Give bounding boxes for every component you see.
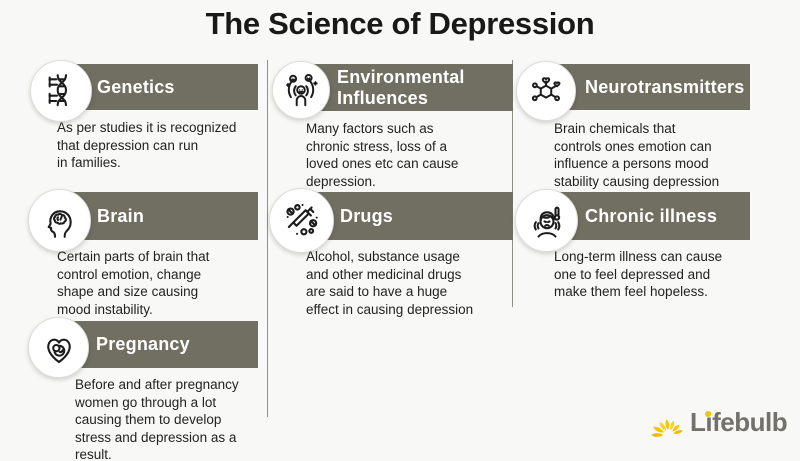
syringe-pills-icon xyxy=(269,188,334,253)
section-title: Chronic illness xyxy=(585,205,718,226)
section-description: Long-term illness can cause one to feel … xyxy=(554,249,723,299)
lifebulb-petals-icon xyxy=(651,419,683,437)
environment-people-icon xyxy=(272,61,330,119)
section-title: Genetics xyxy=(97,76,175,97)
page-title: The Science of Depression xyxy=(205,6,595,41)
section-description: As per studies it is recognized that dep… xyxy=(57,120,237,170)
section-header-bar: Pregnancy xyxy=(58,321,258,368)
section-title: Environmental Influences xyxy=(337,66,465,108)
section-title: Brain xyxy=(97,205,145,226)
section-header-bar: Brain xyxy=(60,192,258,240)
dna-icon xyxy=(30,60,92,122)
section-header-bar: Chronic illness xyxy=(546,192,750,240)
column-divider xyxy=(267,60,268,417)
brain-head-icon xyxy=(28,189,91,252)
section-header-bar: Neurotransmitters xyxy=(546,64,750,110)
fetus-heart-icon xyxy=(28,317,89,378)
logo-i-dot xyxy=(704,410,711,417)
section-description: Certain parts of brain that control emot… xyxy=(57,249,210,317)
section-description: Alcohol, substance usage and other medic… xyxy=(306,249,474,317)
section-description: Many factors such as chronic stress, los… xyxy=(306,121,459,189)
section-description: Brain chemicals that controls ones emoti… xyxy=(554,121,720,189)
section-title: Drugs xyxy=(340,205,394,226)
section-header-bar: Environmental Influences xyxy=(301,64,513,111)
column-divider xyxy=(512,60,513,307)
section-description: Before and after pregnancy women go thro… xyxy=(75,377,239,461)
section-title: Neurotransmitters xyxy=(585,76,745,97)
sick-person-icon xyxy=(515,189,578,252)
section-header-bar: Drugs xyxy=(301,192,513,240)
molecule-hearts-icon xyxy=(516,61,576,121)
lifebulb-logo: Lifebulb xyxy=(648,401,793,445)
section-header-bar: Genetics xyxy=(61,64,258,110)
section-title: Pregnancy xyxy=(96,334,190,354)
